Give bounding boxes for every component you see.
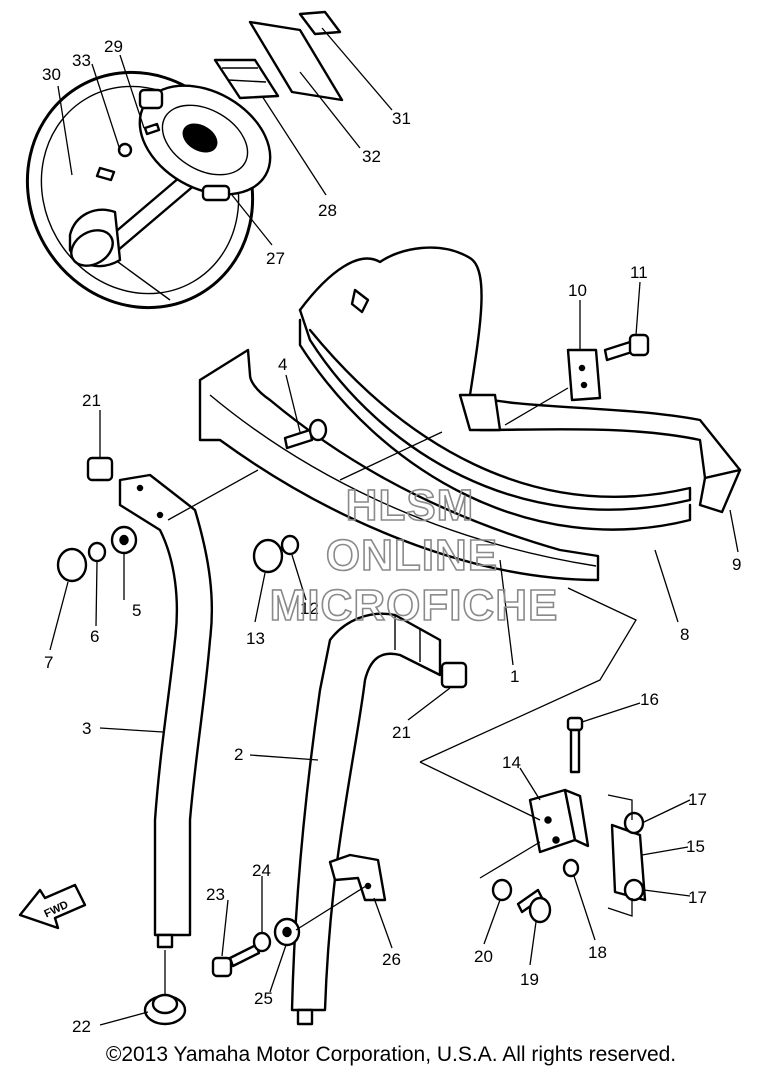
bracket-26 <box>328 853 387 902</box>
callout-labels: 30 33 29 31 32 28 27 10 11 4 21 9 8 1 7 … <box>42 37 741 1036</box>
callout-26: 26 <box>382 950 401 969</box>
stay-3 <box>118 473 214 949</box>
callout-20: 20 <box>474 947 493 966</box>
stay-2 <box>290 612 442 1026</box>
bolt-16 <box>566 716 584 774</box>
callout-27: 27 <box>266 249 285 268</box>
callout-21-top: 21 <box>82 391 101 410</box>
callout-14: 14 <box>502 753 521 772</box>
nut-18 <box>562 858 580 878</box>
nut-17-bottom <box>623 878 645 902</box>
leader-lines <box>49 27 739 1026</box>
emblem-seal <box>298 10 342 36</box>
callout-30: 30 <box>42 65 61 84</box>
callout-12: 12 <box>300 599 319 618</box>
callout-18: 18 <box>588 943 607 962</box>
copyright-notice: ©2013 Yamaha Motor Corporation, U.S.A. A… <box>105 1043 677 1066</box>
flange-nut-22 <box>143 993 187 1026</box>
callout-24: 24 <box>252 861 271 880</box>
washer-20 <box>491 878 513 902</box>
dash-frame <box>198 246 742 582</box>
callout-17-top: 17 <box>688 790 707 809</box>
callout-31: 31 <box>392 109 411 128</box>
bolt-4 <box>283 418 328 450</box>
callout-15: 15 <box>686 837 705 856</box>
steering-hub-cover <box>95 84 272 202</box>
callout-9: 9 <box>732 555 741 574</box>
washer-5 <box>110 525 138 555</box>
bolt-23 <box>211 943 261 978</box>
callout-32: 32 <box>362 147 381 166</box>
callout-28: 28 <box>318 201 337 220</box>
bolt-11 <box>603 333 650 362</box>
callout-6: 6 <box>90 627 99 646</box>
clip-nut-21-right <box>440 661 468 689</box>
cap-nut-13 <box>252 538 284 574</box>
callout-2: 2 <box>234 745 243 764</box>
callout-33: 33 <box>72 51 91 70</box>
bracket-14 <box>528 788 590 854</box>
clip-nut-21-left <box>86 456 114 482</box>
watermark-line-2: ONLINE <box>326 531 498 580</box>
callout-23: 23 <box>206 885 225 904</box>
bracket-10 <box>566 348 602 402</box>
callout-13: 13 <box>246 629 265 648</box>
watermark-line-1: HLSM <box>346 481 475 530</box>
bolt-19 <box>516 888 552 924</box>
callout-21-bottom: 21 <box>392 723 411 742</box>
callout-1: 1 <box>510 667 519 686</box>
callout-22: 22 <box>72 1017 91 1036</box>
callout-19: 19 <box>520 970 539 989</box>
callout-3: 3 <box>82 719 91 738</box>
callout-8: 8 <box>680 625 689 644</box>
callout-25: 25 <box>254 989 273 1008</box>
watermark-line-3: MICROFICHE <box>270 581 559 630</box>
lock-washer-24 <box>252 931 272 953</box>
hub-clip <box>213 58 280 100</box>
callout-10: 10 <box>568 281 587 300</box>
callout-16: 16 <box>640 690 659 709</box>
callout-17-bottom: 17 <box>688 888 707 907</box>
callout-4: 4 <box>278 355 287 374</box>
fwd-arrow-icon: FWD <box>18 883 87 930</box>
emblem-plate <box>248 20 344 102</box>
lock-washer-12 <box>280 534 300 556</box>
callout-7: 7 <box>44 653 53 672</box>
lock-washer-6 <box>87 541 107 563</box>
nut-17-top <box>623 811 645 835</box>
watermark: HLSM ONLINE MICROFICHE <box>269 480 559 631</box>
cap-nut-7 <box>56 547 88 583</box>
callout-29: 29 <box>104 37 123 56</box>
washer-25 <box>273 917 301 947</box>
callout-5: 5 <box>132 601 141 620</box>
callout-11: 11 <box>630 263 648 282</box>
